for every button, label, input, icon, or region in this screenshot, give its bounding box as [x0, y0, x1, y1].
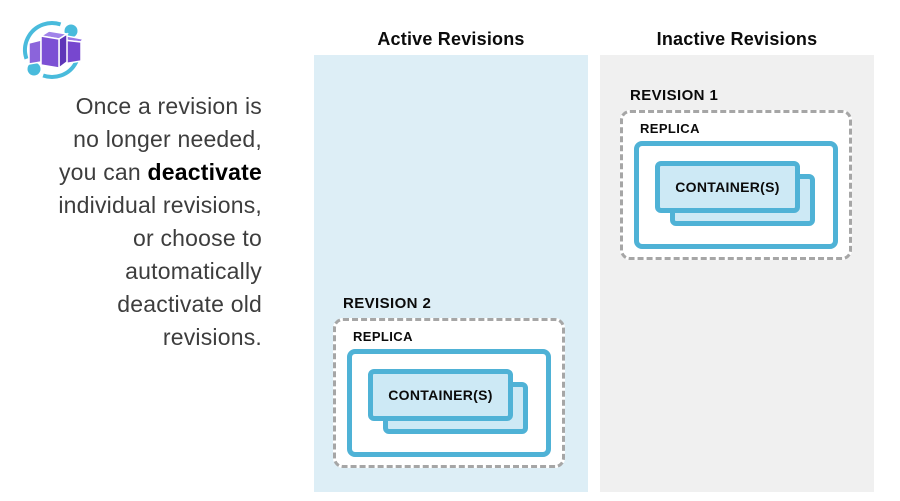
replica-label: REPLICA	[640, 121, 700, 136]
intro-line: no longer needed,	[73, 126, 262, 152]
intro-line: Once a revision is	[75, 93, 262, 119]
revision-1-label: REVISION 1	[630, 87, 719, 104]
orbit-ring-icon	[23, 21, 81, 79]
container-card: CONTAINER(S)	[655, 161, 800, 213]
container-card: CONTAINER(S)	[368, 369, 513, 421]
intro-line: you can deactivate	[58, 159, 262, 185]
intro-line: revisions.	[162, 324, 262, 350]
revision-2-box: REPLICA CONTAINER(S)	[333, 318, 565, 468]
intro-bold-word: deactivate	[147, 159, 262, 185]
intro-line: individual revisions,	[58, 192, 262, 218]
revision-1-group: REVISION 1 REPLICA CONTAINER(S)	[620, 87, 856, 260]
inactive-revisions-header: Inactive Revisions	[656, 29, 818, 49]
revision-2-label: REVISION 2	[343, 295, 432, 312]
replica-label: REPLICA	[353, 329, 413, 344]
intro-paragraph: Once a revision is no longer needed, you…	[6, 90, 262, 354]
intro-line: or choose to	[133, 225, 262, 251]
intro-line: automatically	[125, 258, 262, 284]
revision-1-box: REPLICA CONTAINER(S)	[620, 110, 852, 260]
replica-box: CONTAINER(S)	[634, 141, 838, 249]
container-apps-icon	[23, 21, 85, 79]
replica-box: CONTAINER(S)	[347, 349, 551, 457]
active-revisions-header: Active Revisions	[377, 29, 525, 49]
orbit-dot-icon	[27, 62, 41, 76]
intro-line: deactivate old	[117, 291, 262, 317]
cube-icon	[28, 30, 85, 70]
revision-2-group: REVISION 2 REPLICA CONTAINER(S)	[333, 295, 569, 468]
